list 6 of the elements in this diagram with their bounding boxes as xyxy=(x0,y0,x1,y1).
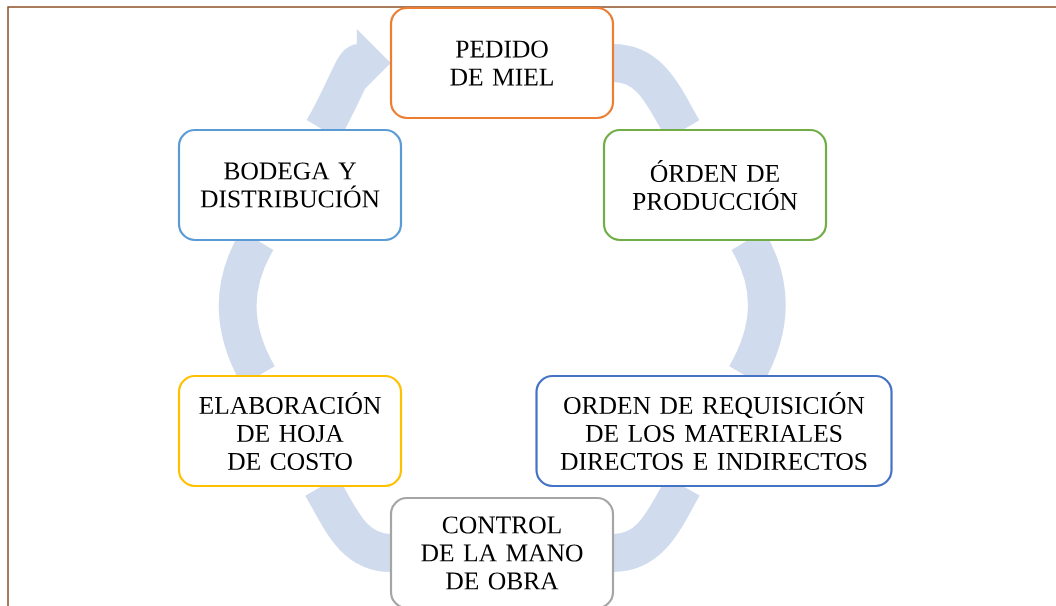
process-box: BODEGA Y DISTRIBUCIÓN xyxy=(177,128,403,242)
process-box: ELABORACIÓN DE HOJA DE COSTO xyxy=(177,374,403,488)
process-box: PEDIDO DE MIEL xyxy=(389,6,615,120)
process-box: ORDEN DE REQUISICIÓN DE LOS MATERIALES DIRECTOS E INDIRECTOS xyxy=(535,374,893,488)
process-box: CONTROL DE LA MANO DE OBRA xyxy=(389,496,615,606)
process-box: ÓRDEN DE PRODUCCIÓN xyxy=(602,128,828,242)
